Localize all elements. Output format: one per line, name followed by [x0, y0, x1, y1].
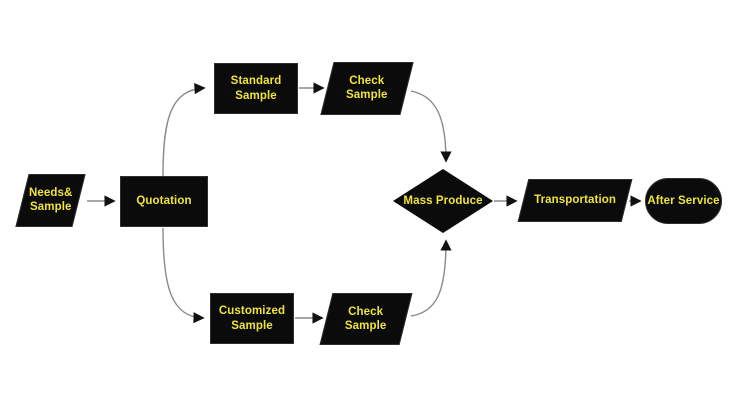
node-needs-sample-label: Needs& Sample [28, 187, 73, 214]
node-quotation: Quotation [120, 176, 208, 227]
node-needs-sample: Needs& Sample [15, 174, 86, 227]
node-check-sample-bottom-label: Check Sample [345, 305, 387, 332]
node-transportation: Transportation [517, 179, 633, 222]
node-standard-sample-label: Standard Sample [230, 75, 282, 102]
node-check-sample-bottom: Check Sample [319, 293, 413, 345]
edge-check-bottom-to-mass [410, 239, 452, 317]
edge-quotation-to-customized [162, 227, 205, 324]
node-after-service: After Service [645, 178, 722, 224]
node-after-service-label: After Service [647, 194, 720, 207]
node-check-sample-top: Check Sample [320, 62, 414, 115]
node-mass-produce-label: Mass Produce [403, 194, 483, 207]
node-customized-sample-label: Customized Sample [218, 305, 286, 332]
edge-quotation-to-standard [162, 82, 206, 177]
node-transportation-label: Transportation [534, 194, 616, 207]
node-customized-sample: Customized Sample [210, 293, 294, 344]
edge-check-top-to-mass [410, 90, 452, 163]
node-quotation-label: Quotation [136, 195, 192, 208]
node-mass-produce: Mass Produce [393, 169, 493, 233]
node-check-sample-top-label: Check Sample [346, 75, 388, 102]
node-standard-sample: Standard Sample [214, 63, 298, 114]
